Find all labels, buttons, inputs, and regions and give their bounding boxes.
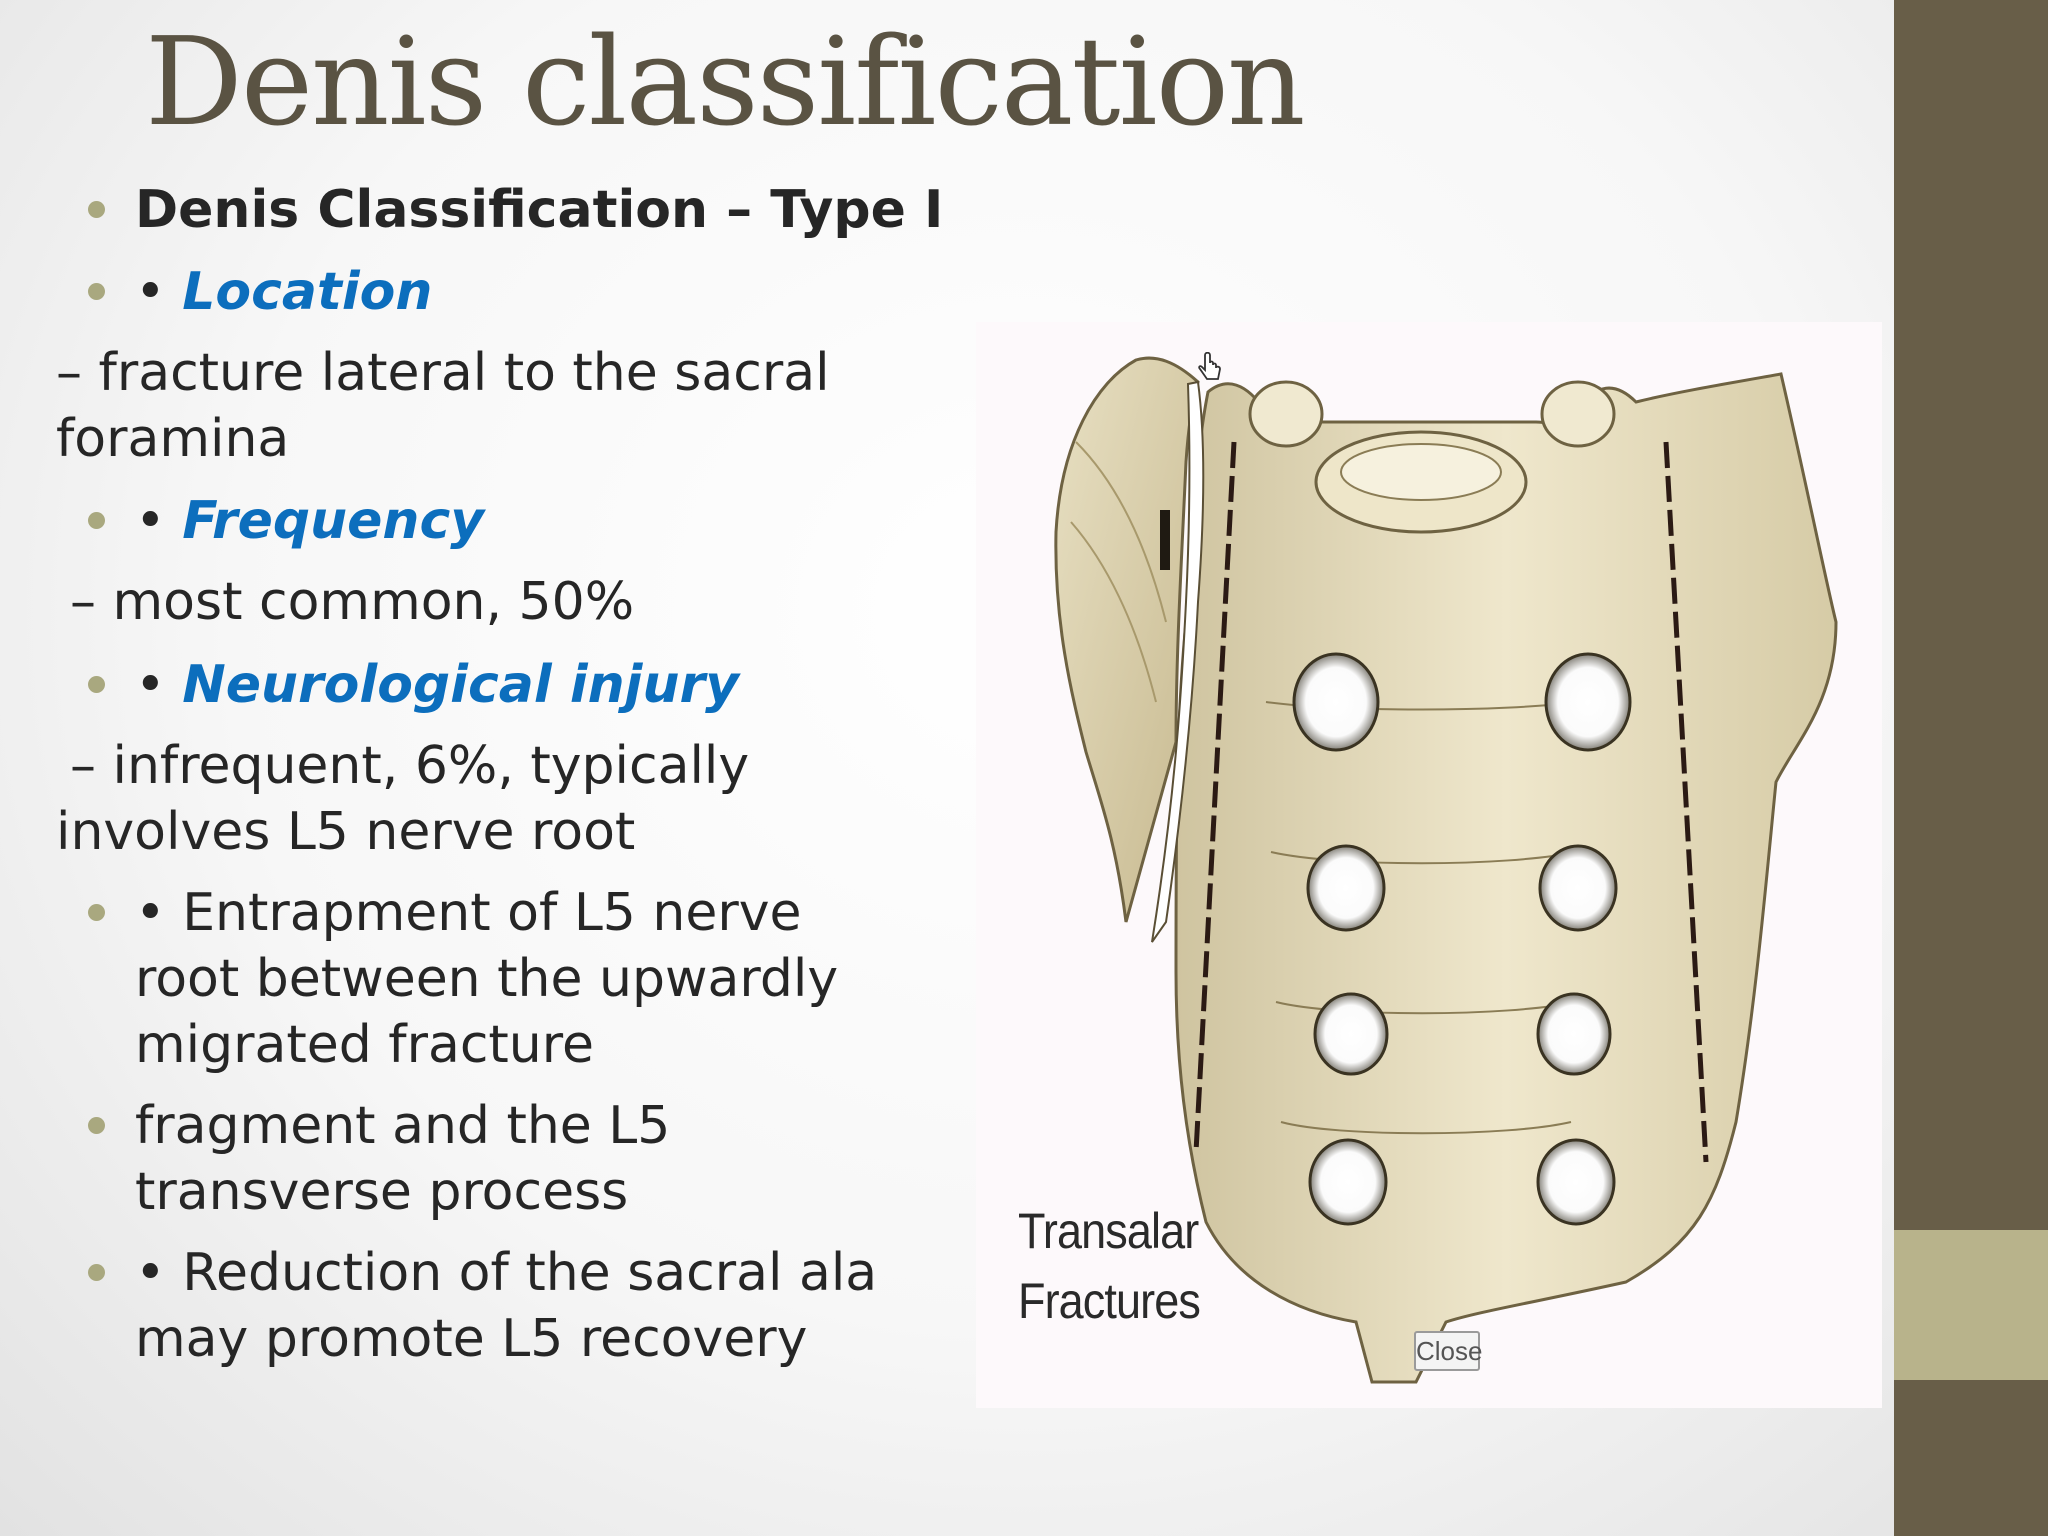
decorative-band-light xyxy=(1894,1230,2048,1380)
bullet-marker xyxy=(88,1117,105,1134)
bullet-marker xyxy=(88,283,105,300)
fragment-line2: transverse process xyxy=(135,1162,629,1222)
bullet-marker xyxy=(88,904,105,921)
bullet-marker xyxy=(88,201,105,218)
frequency-item: • Frequency xyxy=(135,488,484,554)
entrapment-line3: migrated fracture xyxy=(135,1015,594,1075)
inline-bullet: • xyxy=(135,491,166,551)
entrapment-line1: • Entrapment of L5 nerve xyxy=(135,883,802,943)
location-text-line1: – fracture lateral to the sacral xyxy=(56,343,830,403)
location-label: Location xyxy=(182,262,433,322)
neuro-text-line2: involves L5 nerve root xyxy=(56,802,636,862)
frequency-label: Frequency xyxy=(182,491,485,551)
neuro-label: Neurological injury xyxy=(182,655,740,715)
fragment-line1: fragment and the L5 xyxy=(135,1096,671,1156)
sacrum-illustration-panel xyxy=(976,322,1882,1408)
location-text-line2: foramina xyxy=(56,409,290,469)
close-button[interactable]: Close xyxy=(1414,1331,1482,1371)
bullet-marker xyxy=(88,512,105,529)
entrapment-line2: root between the upwardly xyxy=(135,949,839,1009)
location-item: • Location xyxy=(135,259,432,325)
hand-cursor-icon xyxy=(1198,352,1221,380)
sacrum-illustration xyxy=(1054,356,1838,1384)
reduction-line2: may promote L5 recovery xyxy=(135,1309,808,1369)
frequency-text: – most common, 50% xyxy=(70,572,635,632)
neuro-item: • Neurological injury xyxy=(135,652,739,718)
reduction-line1: • Reduction of the sacral ala xyxy=(135,1243,878,1303)
slide-title: Denis classification xyxy=(145,11,1306,153)
zone-one-marker xyxy=(1160,510,1170,570)
figure-caption-line2: Fractures xyxy=(1018,1273,1201,1329)
neuro-text-line1: – infrequent, 6%, typically xyxy=(70,736,750,796)
bullet-marker xyxy=(88,676,105,693)
inline-bullet: • xyxy=(135,655,166,715)
heading-type-one: Denis Classification – Type I xyxy=(135,180,944,240)
inline-bullet: • xyxy=(135,262,166,322)
figure-caption-line1: Transalar xyxy=(1018,1203,1199,1259)
bullet-marker xyxy=(88,1264,105,1281)
